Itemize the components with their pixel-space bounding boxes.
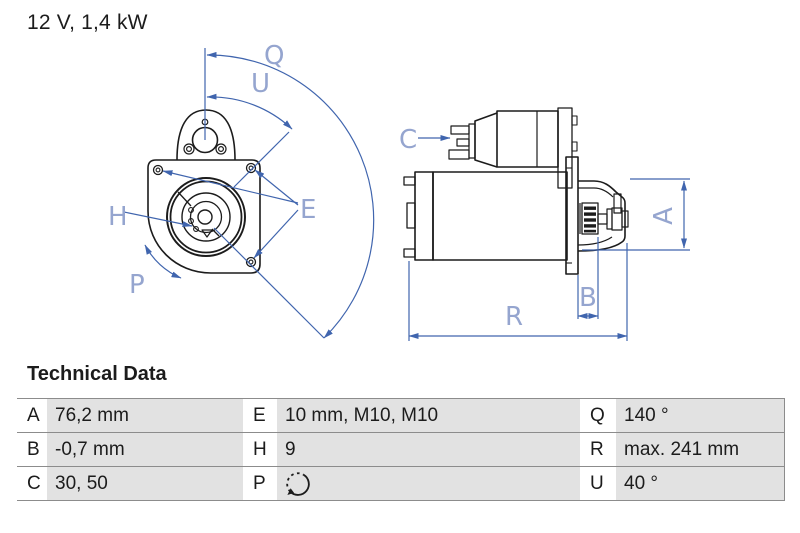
param-key-P: P [243,467,277,500]
side-view-outline [403,107,629,275]
param-key-H: H [243,433,277,466]
u-angle-arc [206,93,293,130]
e-leader-2 [254,169,299,206]
param-value-A: 76,2 mm [47,399,243,432]
q-angle-line [213,227,325,339]
technical-data-heading: Technical Data [27,363,167,385]
dim-label-b: B [579,283,597,313]
h-leader [123,211,193,228]
table-row: C 30, 50 P U 40 ° [17,466,784,500]
param-key-R: R [580,433,616,466]
starter-motor-technical-drawing: Q U E H P C A B R [108,41,690,341]
dim-label-a: A [649,207,679,225]
param-key-U: U [580,467,616,500]
param-value-R: max. 241 mm [616,433,784,466]
param-value-P [277,467,580,500]
param-value-C: 30, 50 [47,467,243,500]
dim-label-p: P [129,270,145,300]
front-view-outline [147,109,261,274]
dim-label-u: U [251,69,270,99]
param-value-H: 9 [277,433,580,466]
param-key-Q: Q [580,399,616,432]
product-spec-title: 12 V, 1,4 kW [27,11,148,34]
dim-label-r: R [505,302,523,332]
dimension-lines [123,48,690,341]
dim-label-q: Q [264,41,284,71]
p-rotation-arc [144,244,182,279]
rotation-ccw-icon [286,472,310,496]
table-row: B -0,7 mm H 9 R max. 241 mm [17,432,784,466]
dim-label-h: H [108,202,128,232]
u-angle-line [233,131,290,188]
param-value-Q: 140 ° [616,399,784,432]
table-row: A 76,2 mm E 10 mm, M10, M10 Q 140 ° [17,398,784,432]
q-angle-arc [206,51,375,339]
param-value-E: 10 mm, M10, M10 [277,399,580,432]
param-key-C: C [17,467,47,500]
dimension-labels: Q U E H P C A B R [108,41,679,332]
param-key-A: A [17,399,47,432]
param-key-B: B [17,433,47,466]
dim-label-e: E [300,195,316,225]
e-leader-1 [162,170,299,204]
param-key-E: E [243,399,277,432]
param-value-B: -0,7 mm [47,433,243,466]
param-value-U: 40 ° [616,467,784,500]
e-leader-3 [253,209,299,259]
dim-label-c: C [399,125,417,155]
technical-data-table: A 76,2 mm E 10 mm, M10, M10 Q 140 ° B -0… [17,398,785,501]
